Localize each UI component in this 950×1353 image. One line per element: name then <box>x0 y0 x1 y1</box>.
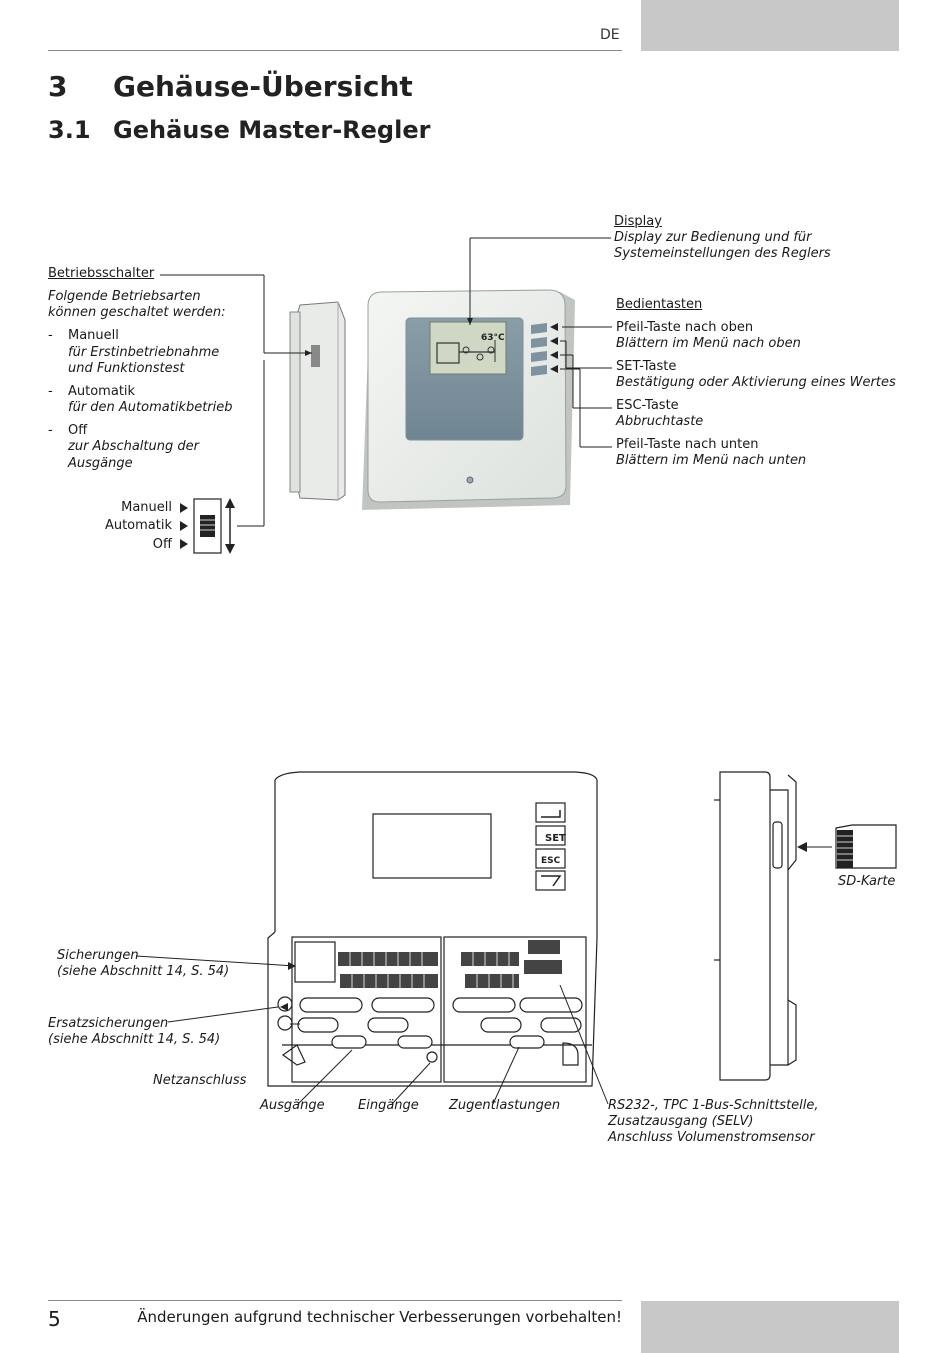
mode-name: Manuell <box>68 328 119 343</box>
key-name-set: SET-Taste <box>616 359 677 374</box>
footer-note: Änderungen aufgrund technischer Verbesse… <box>137 1308 622 1326</box>
switch-label-off: Off <box>152 537 172 552</box>
key-down-button[interactable] <box>531 365 547 376</box>
header-rule <box>48 50 622 51</box>
outputs-label: Ausgänge <box>260 1098 325 1113</box>
controller-front-view: 63°C <box>362 289 575 510</box>
mode-list: - Manuell für Erstinbetriebnahme und Fun… <box>48 328 248 478</box>
mode-desc: zur Abschaltung der <box>68 439 199 454</box>
key-desc-up: Blättern im Menü nach oben <box>616 336 801 351</box>
key-set-button[interactable] <box>531 337 547 348</box>
switch-heading: Betriebsschalter <box>48 266 155 281</box>
flow-sensor-label: Anschluss Volumenstromsensor <box>608 1130 815 1145</box>
switch-intro-1: Folgende Betriebsarten <box>48 289 201 304</box>
mode-desc: für Erstinbetriebnahme <box>68 344 220 360</box>
selv-label: Zusatzausgang (SELV) <box>608 1114 754 1129</box>
subsection-heading: 3.1 Gehäuse Master-Regler <box>48 116 430 144</box>
set-key-icon: SET <box>545 833 566 844</box>
key-name-esc: ESC-Taste <box>616 398 679 413</box>
switch-icon <box>180 498 235 554</box>
mode-name: Automatik <box>68 383 136 399</box>
key-name-down: Pfeil-Taste nach unten <box>616 437 759 452</box>
keys-heading: Bedientasten <box>616 297 703 312</box>
housing-outline <box>274 771 598 932</box>
mode-item-manual: - Manuell für Erstinbetriebnahme und Fun… <box>48 328 248 378</box>
spare-fuses-label: Ersatzsicherungen <box>48 1016 169 1031</box>
rs232-label: RS232-, TPC 1-Bus-Schnittstelle, <box>608 1098 819 1113</box>
housing-key-icons: SET ESC <box>541 810 566 887</box>
key-name-up: Pfeil-Taste nach oben <box>616 320 754 335</box>
mode-desc: Ausgänge <box>68 455 133 471</box>
mode-name: Off <box>68 422 88 438</box>
display-temperature: 63°C <box>481 333 505 343</box>
mode-item-off: - Off zur Abschaltung der Ausgänge <box>48 423 248 473</box>
section-heading: 3 Gehäuse-Übersicht <box>48 70 413 103</box>
key-desc-set: Bestätigung oder Aktivierung eines Werte… <box>616 375 896 390</box>
fuses-label: Sicherungen <box>57 948 139 963</box>
subsection-title: Gehäuse Master-Regler <box>113 116 431 144</box>
mode-dash: - <box>48 328 53 343</box>
header-bar <box>641 0 899 51</box>
esc-key-icon: ESC <box>541 856 561 866</box>
footer-bar <box>641 1301 899 1353</box>
mode-desc: und Funktionstest <box>68 361 185 376</box>
housing-display-window <box>372 813 492 879</box>
key-up-button[interactable] <box>531 323 547 334</box>
mode-dash: - <box>48 422 53 438</box>
switch-label-manual: Manuell <box>121 500 172 515</box>
terminal-strips <box>338 940 562 988</box>
mains-label: Netzanschluss <box>153 1073 247 1088</box>
leader-arrowheads <box>305 318 558 373</box>
strain-relief-label: Zugentlastungen <box>449 1098 561 1113</box>
switch-intro-2: können geschaltet werden: <box>48 305 226 320</box>
section-title: Gehäuse-Übersicht <box>113 70 413 103</box>
fuses-ref: (siehe Abschnitt 14, S. 54) <box>57 964 230 979</box>
controller-side-view <box>289 301 346 501</box>
section-number: 3 <box>48 70 68 103</box>
drawing-leader-lines <box>135 846 832 1105</box>
subsection-number: 3.1 <box>48 116 91 144</box>
mode-desc: für den Automatikbetrieb <box>68 400 233 415</box>
page-number: 5 <box>48 1307 61 1331</box>
spare-fuses-ref: (siehe Abschnitt 14, S. 54) <box>48 1032 221 1047</box>
drawing-arrowheads <box>280 842 807 1011</box>
key-desc-down: Blättern im Menü nach unten <box>616 453 807 468</box>
key-esc-button[interactable] <box>531 351 547 362</box>
display-heading: Display <box>614 214 662 229</box>
fuse-holder <box>294 941 336 983</box>
sd-card <box>835 824 897 869</box>
terminal-screws <box>349 952 514 988</box>
leader-lines <box>160 237 612 527</box>
side-view <box>714 771 797 1081</box>
display-desc-1: Display zur Bedienung und für <box>614 230 812 245</box>
terminal-drawing: SET ESC <box>135 771 897 1105</box>
footer-rule <box>48 1300 622 1301</box>
language-label: DE <box>600 27 620 43</box>
mode-dash: - <box>48 383 53 399</box>
strain-reliefs <box>297 997 583 1049</box>
controller-illustration: 63°C <box>160 237 612 554</box>
inputs-label: Eingänge <box>358 1098 419 1113</box>
mode-item-automatic: - Automatik für den Automatikbetrieb <box>48 384 248 417</box>
switch-label-automatic: Automatik <box>104 518 172 533</box>
key-desc-esc: Abbruchtaste <box>616 414 704 429</box>
display-desc-2: Systemeinstellungen des Reglers <box>614 246 831 261</box>
sd-card-label: SD-Karte <box>838 874 896 889</box>
